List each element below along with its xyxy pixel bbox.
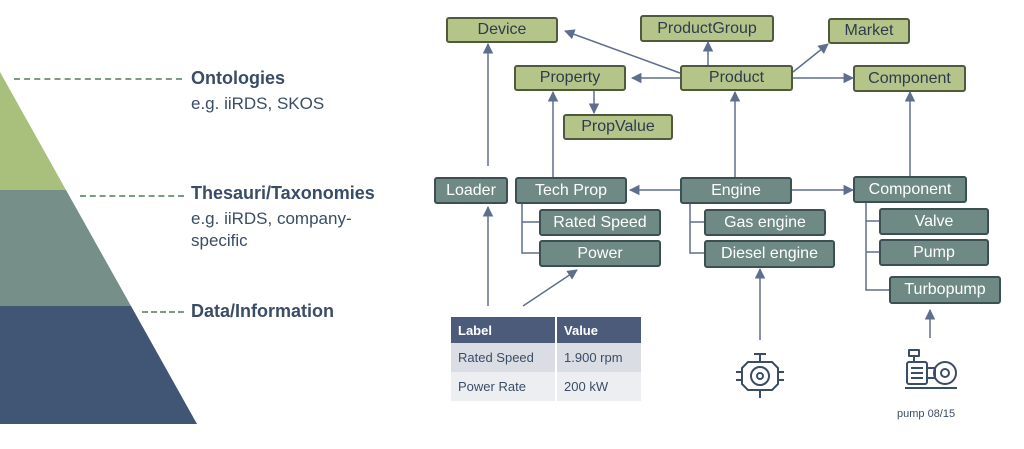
node-pump[interactable]: Pump — [879, 239, 989, 266]
node-property[interactable]: Property — [514, 65, 626, 91]
data-leader-line — [142, 311, 184, 313]
data-information-title: Data/Information — [191, 301, 335, 321]
node-device[interactable]: Device — [446, 17, 558, 43]
edge-product-device — [564, 29, 681, 74]
node-product[interactable]: Product — [680, 65, 793, 91]
node-market[interactable]: Market — [828, 18, 910, 44]
pump-icon — [905, 349, 957, 389]
node-component[interactable]: Component — [853, 176, 967, 203]
table-cell: 1.900 rpm — [556, 343, 641, 372]
node-diesel-engine[interactable]: Diesel engine — [704, 240, 835, 268]
node-valve[interactable]: Valve — [879, 208, 989, 235]
value-table: Label Value Rated Speed 1.900 rpm Power … — [451, 317, 641, 401]
edge-data-power — [522, 269, 578, 307]
table-row: Power Rate 200 kW — [451, 372, 641, 401]
node-productgroup[interactable]: ProductGroup — [640, 15, 774, 42]
pyramid-level-ontologies — [0, 72, 66, 190]
node-component-ontology[interactable]: Component — [853, 65, 966, 92]
pyramid-level-thesauri — [0, 190, 131, 306]
table-row: Rated Speed 1.900 rpm — [451, 343, 641, 372]
ontologies-leader-line — [14, 78, 182, 80]
knowledge-pyramid — [0, 72, 197, 424]
table-cell: Rated Speed — [451, 343, 558, 372]
node-engine[interactable]: Engine — [680, 177, 792, 204]
engine-icon — [736, 353, 784, 398]
table-header-row: Label Value — [451, 317, 641, 343]
thesauri-subtitle: e.g. iiRDS, company-specific — [191, 209, 352, 250]
node-gas-engine[interactable]: Gas engine — [704, 209, 826, 236]
node-rated-speed[interactable]: Rated Speed — [539, 209, 661, 236]
thesauri-title: Thesauri/Taxonomies — [191, 183, 375, 203]
table-header-label: Label — [451, 317, 558, 343]
table-cell: 200 kW — [556, 372, 641, 401]
tree-engine — [689, 203, 704, 254]
node-techprop[interactable]: Tech Prop — [515, 177, 627, 204]
ontologies-title: Ontologies — [191, 68, 285, 88]
table-cell: Power Rate — [451, 372, 558, 401]
edge-product-market — [792, 43, 829, 73]
node-power[interactable]: Power — [539, 240, 661, 267]
node-loader[interactable]: Loader — [434, 177, 508, 204]
node-propvalue[interactable]: PropValue — [563, 114, 673, 140]
ontologies-subtitle: e.g. iiRDS, SKOS — [191, 94, 325, 113]
pyramid-level-data — [0, 306, 197, 424]
tree-component — [865, 202, 889, 291]
thesauri-leader-line — [80, 195, 184, 197]
table-header-value: Value — [556, 317, 641, 343]
node-turbopump[interactable]: Turbopump — [889, 276, 1001, 304]
pump-caption: pump 08/15 — [897, 408, 956, 420]
tree-techprop — [521, 203, 539, 254]
